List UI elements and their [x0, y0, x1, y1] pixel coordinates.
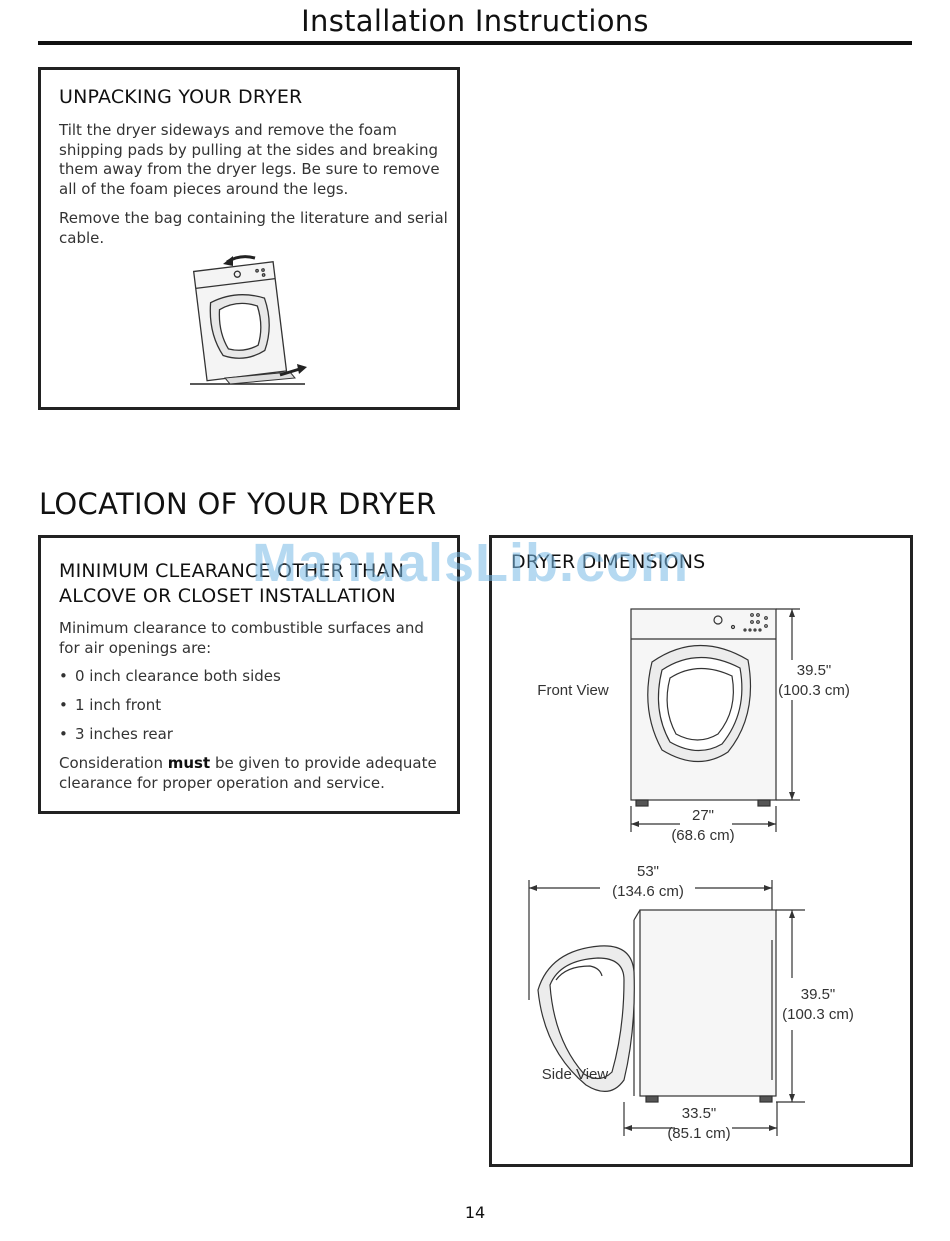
clearance-bullet: •3 inches rear [59, 725, 173, 743]
clearance-intro: Minimum clearance to combustible surface… [59, 619, 424, 657]
side-view-label: Side View [541, 1066, 609, 1083]
unpacking-paragraph-1: Tilt the dryer sideways and remove the f… [59, 121, 440, 198]
clearance-box [38, 535, 460, 814]
front-width-label: 27"(68.6 cm) [671, 807, 735, 844]
clearance-heading-line2: ALCOVE OR CLOSET INSTALLATION [59, 585, 396, 607]
dryer-side-view-illustration [528, 880, 805, 1136]
clearance-bullet: •0 inch clearance both sides [59, 667, 281, 685]
unpacking-paragraph-2: Remove the bag containing the literature… [59, 209, 448, 247]
side-depth-label: 33.5"(85.1 cm) [667, 1105, 731, 1142]
side-height-label: 39.5"(100.3 cm) [782, 986, 854, 1023]
clearance-heading-line1: MINIMUM CLEARANCE OTHER THAN [59, 560, 405, 582]
page-number: 14 [464, 1203, 486, 1222]
dryer-tilt-illustration [190, 255, 307, 385]
front-view-label: Front View [537, 682, 609, 699]
side-total-depth-label: 53"(134.6 cm) [612, 863, 684, 900]
clearance-note: Consideration must be given to provide a… [59, 754, 437, 792]
unpacking-heading: UNPACKING YOUR DRYER [59, 86, 303, 108]
front-height-label: 39.5"(100.3 cm) [778, 662, 850, 699]
dryer-front-view-illustration [630, 608, 800, 832]
location-section-title: LOCATION OF YOUR DRYER [39, 487, 437, 521]
watermark: ManualsLib.com [252, 533, 690, 593]
clearance-bullet: •1 inch front [59, 696, 162, 714]
title-rule [38, 41, 912, 45]
page-title: Installation Instructions [301, 4, 649, 38]
dimensions-heading: DRYER DIMENSIONS [511, 551, 706, 573]
